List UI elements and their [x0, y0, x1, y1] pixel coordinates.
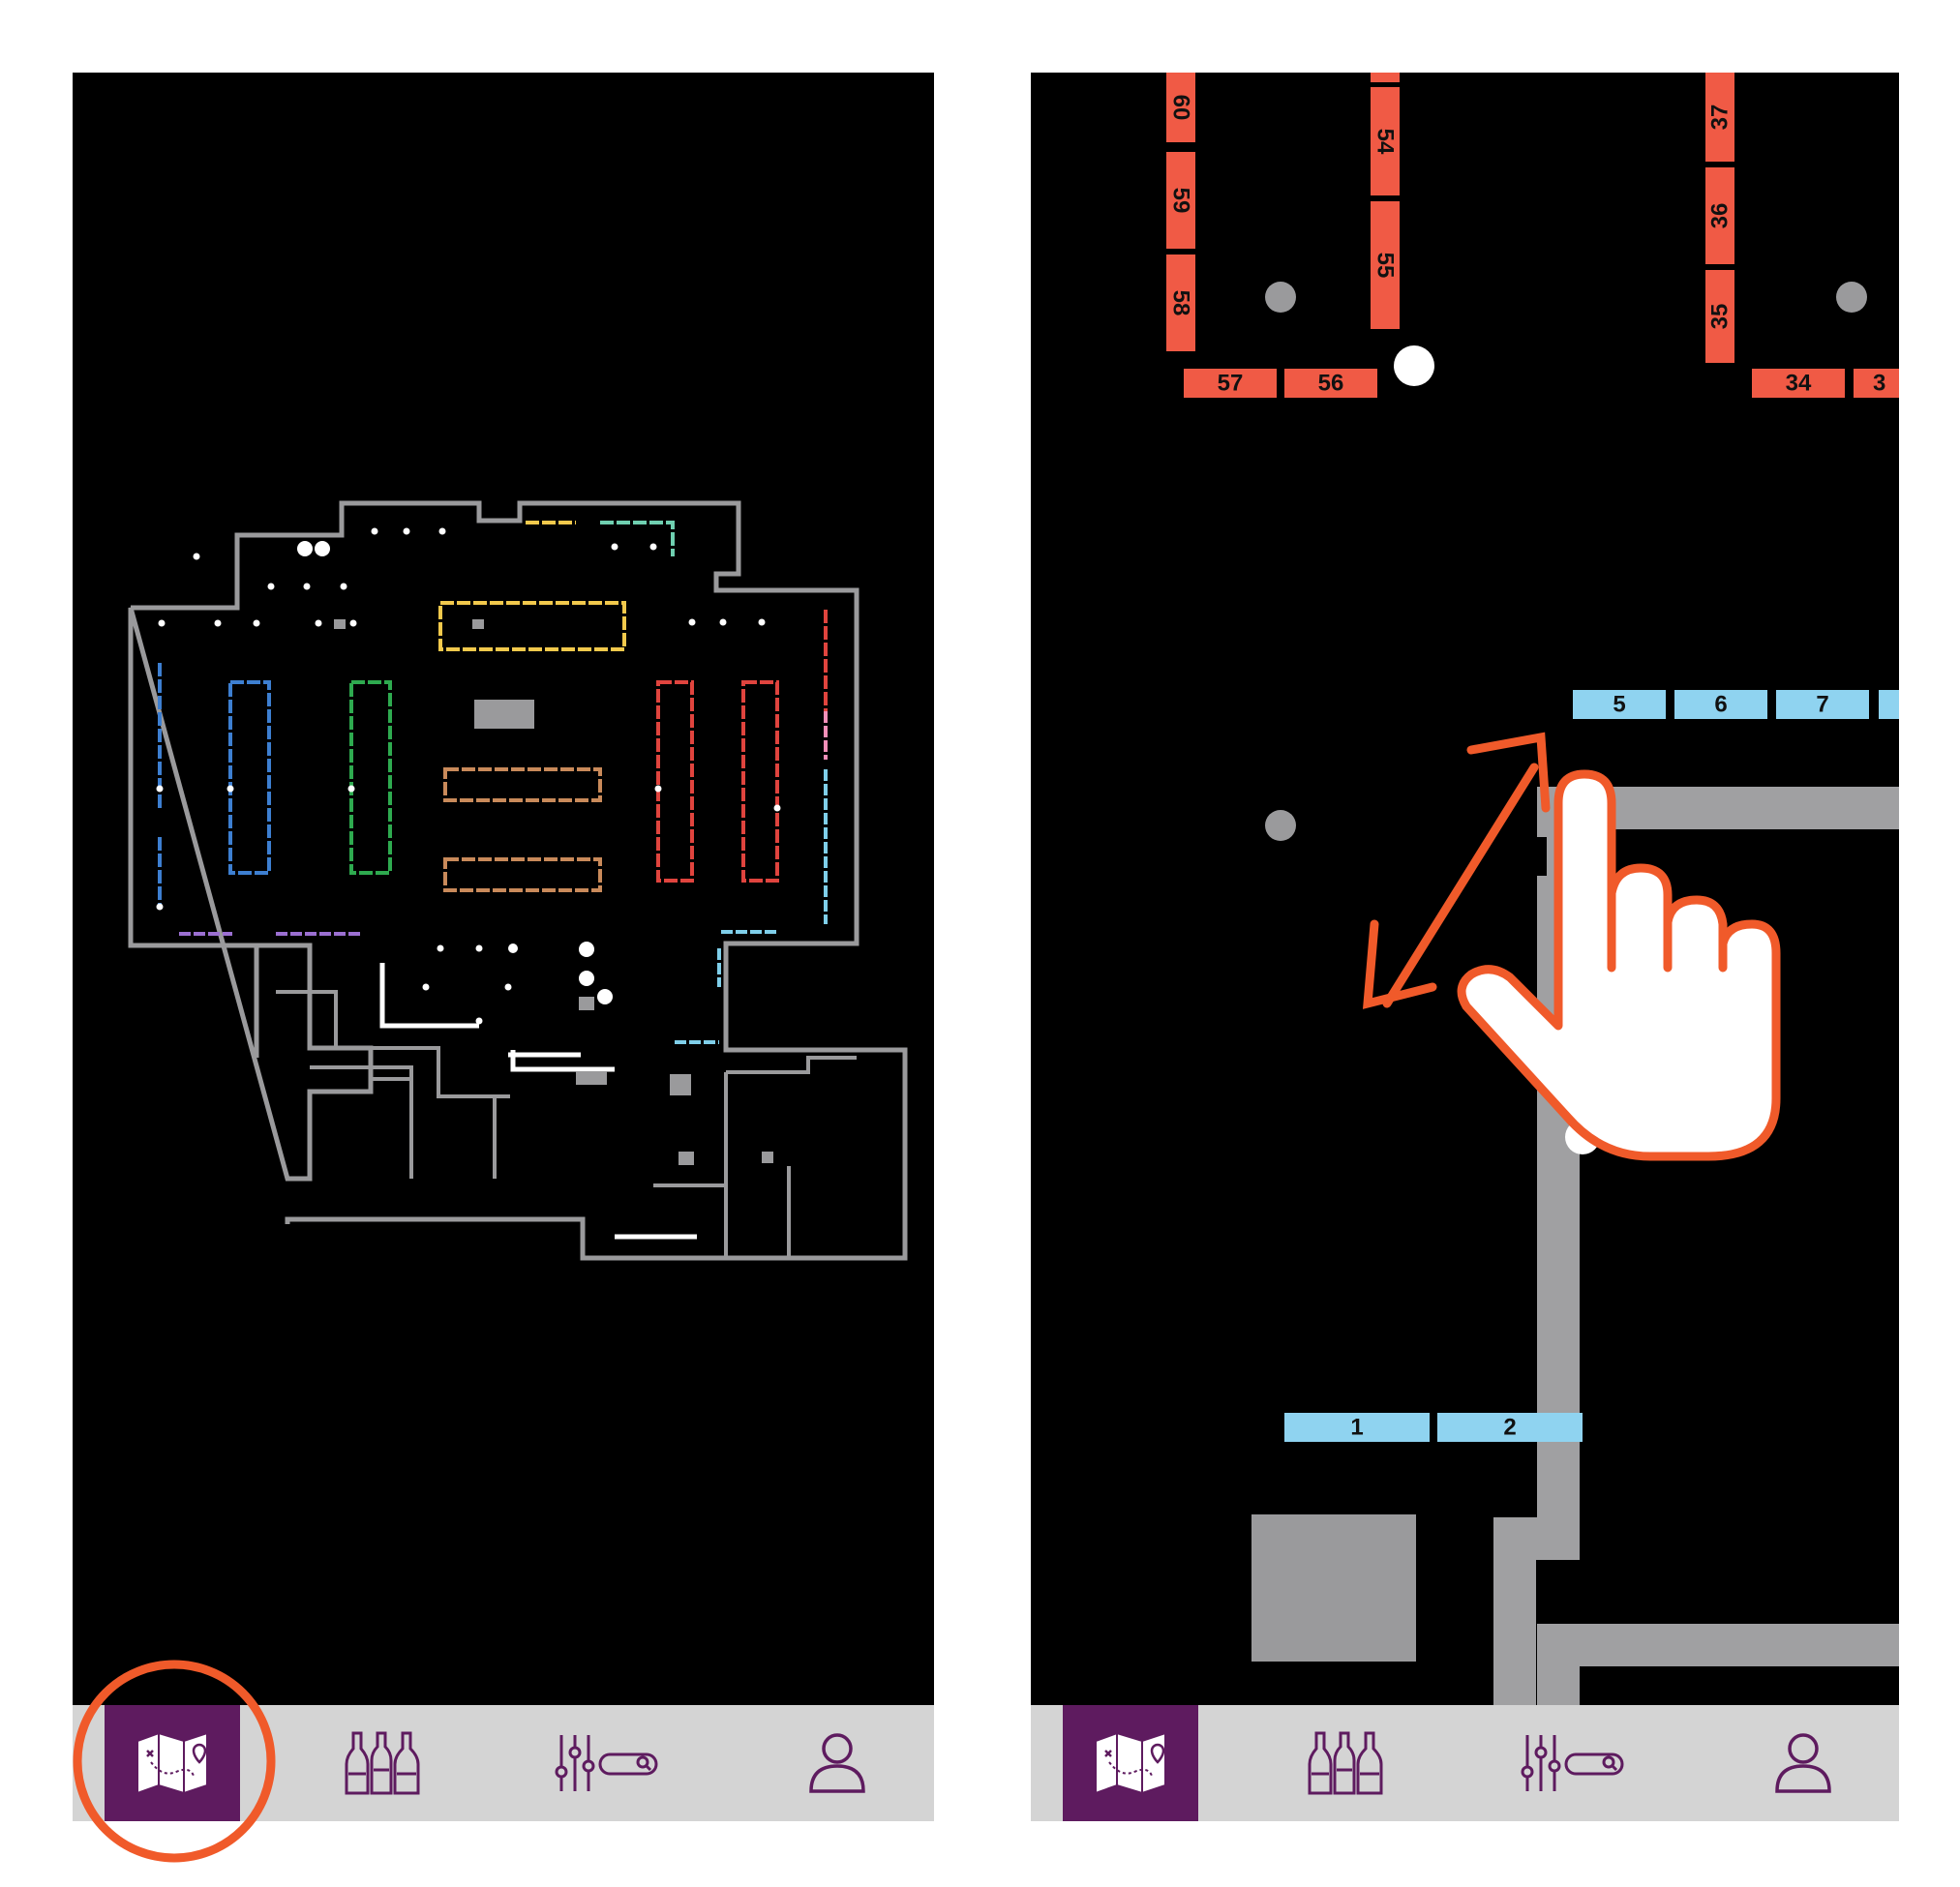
rack-label: 56 — [1318, 371, 1344, 397]
column — [1265, 282, 1296, 313]
rack-label: 3 — [1873, 371, 1885, 397]
tab-filters[interactable] — [539, 1705, 675, 1821]
column — [1394, 345, 1434, 386]
zoomed-floor-map[interactable]: 60 59 58 54 55 37 36 35 57 56 34 3 5 6 7… — [1031, 73, 1899, 1705]
bottom-tab-bar — [1031, 1705, 1899, 1821]
tab-profile[interactable] — [769, 1705, 905, 1821]
rack-label: 7 — [1816, 692, 1828, 718]
bottom-tab-bar — [73, 1705, 934, 1821]
rack-label: 5 — [1613, 692, 1625, 718]
wine-bottles-icon — [1308, 1731, 1383, 1795]
rack-7[interactable]: 7 — [1776, 690, 1869, 719]
rack-59[interactable]: 59 — [1166, 152, 1195, 249]
aisle-yellow[interactable] — [438, 521, 626, 651]
rack-label: 1 — [1350, 1415, 1363, 1441]
rack-label: 59 — [1168, 188, 1194, 214]
aisle-green[interactable] — [349, 680, 392, 875]
rack-label: 2 — [1503, 1415, 1516, 1441]
pinch-zoom-arrow — [1362, 732, 1551, 1009]
map-overview-screen — [73, 73, 934, 1821]
tab-profile[interactable] — [1735, 1705, 1871, 1821]
rack-partial — [1371, 73, 1400, 82]
user-profile-icon — [809, 1733, 865, 1793]
tab-map[interactable] — [105, 1705, 240, 1821]
inner-wall — [276, 990, 338, 1050]
rack-2[interactable]: 2 — [1437, 1413, 1583, 1442]
arrow-gap — [1498, 837, 1547, 876]
aisle-tan[interactable] — [443, 767, 602, 892]
rack-label: 37 — [1707, 105, 1734, 131]
tab-wines[interactable] — [1278, 1705, 1413, 1821]
map-icon — [136, 1731, 208, 1795]
outer-wall — [128, 500, 908, 1261]
rack-label: 55 — [1372, 253, 1399, 279]
inner-wall — [310, 1065, 413, 1179]
map-zoomed-screen: 60 59 58 54 55 37 36 35 57 56 34 3 5 6 7… — [1031, 73, 1899, 1821]
inner-wall — [653, 1056, 857, 1258]
rack-label: 36 — [1707, 203, 1734, 229]
rack-35[interactable]: 35 — [1705, 270, 1734, 363]
rack-partial — [1879, 690, 1899, 719]
rack-1[interactable]: 1 — [1284, 1413, 1430, 1442]
column — [156, 527, 781, 1025]
column — [1265, 810, 1296, 841]
rack-label: 6 — [1714, 692, 1727, 718]
rack-34[interactable]: 34 — [1752, 369, 1845, 398]
rack-54[interactable]: 54 — [1371, 87, 1400, 195]
store-floor-map[interactable] — [73, 73, 934, 1705]
rack-label: 35 — [1707, 304, 1734, 330]
inner-wall — [371, 1046, 510, 1179]
fixture — [1251, 1514, 1416, 1662]
rack-3x-partial[interactable]: 3 — [1854, 369, 1899, 398]
rack-57[interactable]: 57 — [1184, 369, 1277, 398]
map-icon — [1095, 1731, 1166, 1795]
rack-58[interactable]: 58 — [1166, 255, 1195, 351]
wine-bottles-icon — [345, 1731, 420, 1795]
aisle-light-blue[interactable] — [675, 769, 828, 1044]
rack-label: 54 — [1372, 129, 1399, 155]
aisle-red[interactable] — [656, 610, 828, 883]
rack-56[interactable]: 56 — [1284, 369, 1377, 398]
rack-60[interactable]: 60 — [1166, 73, 1195, 142]
rack-37[interactable]: 37 — [1705, 73, 1734, 162]
rack-label: 34 — [1786, 371, 1812, 397]
rack-6[interactable]: 6 — [1674, 690, 1767, 719]
filter-sliders-icon — [555, 1735, 658, 1791]
aisle-teal[interactable] — [600, 521, 675, 556]
rack-label: 60 — [1168, 95, 1194, 121]
wall — [1493, 787, 1899, 1705]
rack-label: 58 — [1168, 290, 1194, 316]
tab-filters[interactable] — [1505, 1705, 1641, 1821]
tab-map[interactable] — [1063, 1705, 1198, 1821]
rack-36[interactable]: 36 — [1705, 167, 1734, 264]
hand-pinch-icon — [1457, 769, 1781, 1161]
tab-wines[interactable] — [315, 1705, 450, 1821]
rack-label: 57 — [1218, 371, 1244, 397]
fixture — [334, 619, 773, 1165]
user-profile-icon — [1775, 1733, 1831, 1793]
counter — [379, 963, 697, 1240]
aisle-blue[interactable] — [158, 663, 271, 905]
map-tab-highlight-ring — [73, 1660, 276, 1863]
rack-55[interactable]: 55 — [1371, 201, 1400, 329]
rack-5[interactable]: 5 — [1573, 690, 1666, 719]
column — [1836, 282, 1867, 313]
filter-sliders-icon — [1521, 1735, 1624, 1791]
